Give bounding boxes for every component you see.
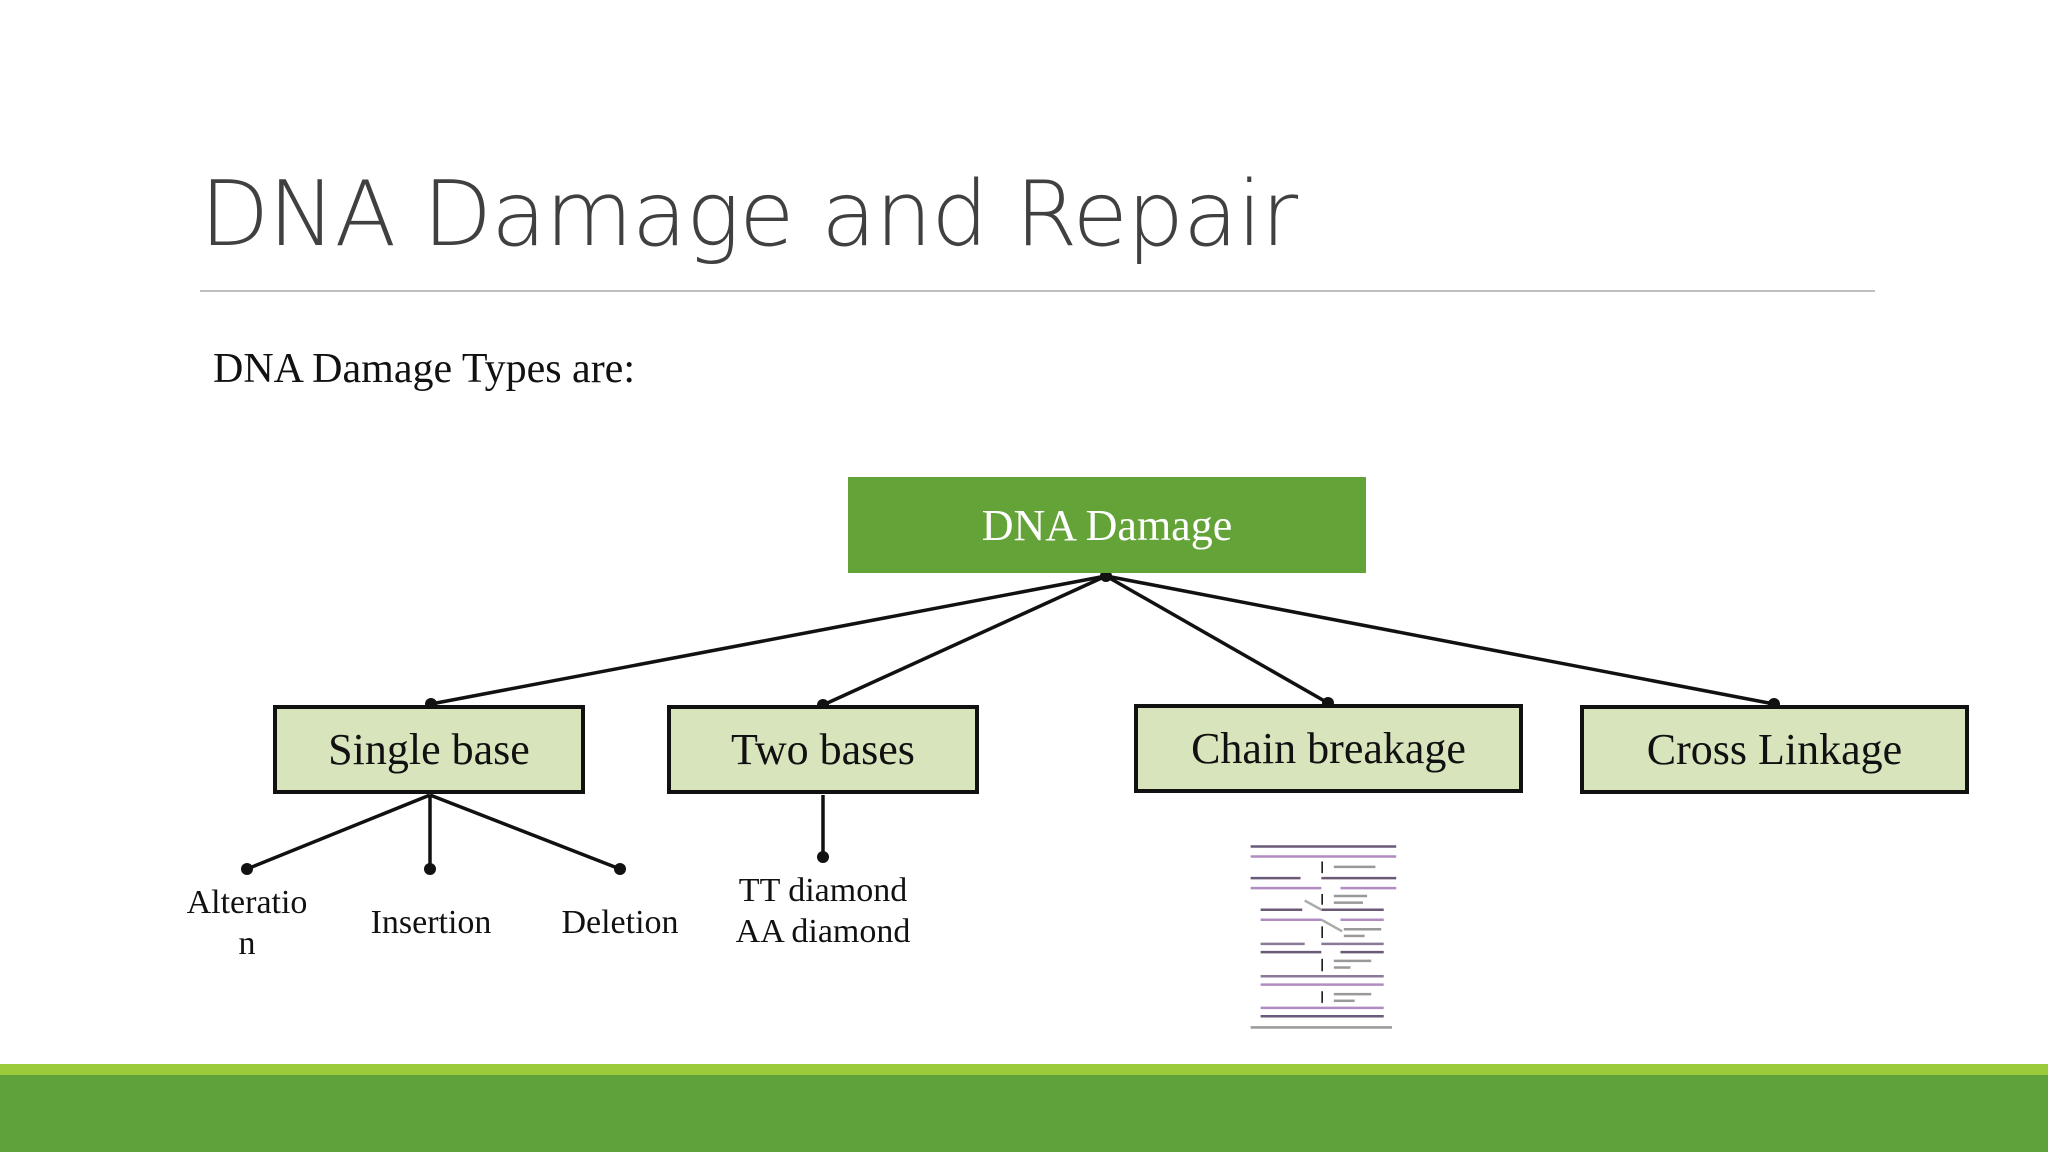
- connector: [429, 793, 621, 871]
- leaf-tt-diamond: TT diamond: [738, 872, 908, 909]
- root-node-dna-damage: DNA Damage: [848, 477, 1366, 573]
- footer-accent-stripe: [0, 1064, 2048, 1075]
- connector: [822, 574, 1107, 707]
- dna-repair-figure-image: [1250, 845, 1397, 1029]
- leaf-deletion: Deletion: [561, 904, 679, 941]
- title-divider: [200, 290, 1875, 292]
- node-dot: [1100, 570, 1112, 582]
- leaf-aa-diamond: AA diamond: [735, 913, 911, 950]
- node-cross-linkage: Cross Linkage: [1580, 705, 1969, 794]
- node-dot: [424, 863, 436, 875]
- leaf-alteration: Alteratio n: [186, 884, 308, 962]
- node-dot: [614, 863, 626, 875]
- connector: [1105, 574, 1775, 706]
- node-two-bases: Two bases: [667, 705, 979, 794]
- node-single-base: Single base: [273, 705, 585, 794]
- connector: [246, 793, 431, 871]
- slide-title: DNA Damage and Repair: [200, 162, 1298, 267]
- node-dot: [241, 863, 253, 875]
- slide-subtitle: DNA Damage Types are:: [213, 346, 635, 392]
- connector: [430, 574, 1107, 706]
- connector: [1105, 574, 1329, 705]
- node-dot: [817, 851, 829, 863]
- footer-bar: [0, 1075, 2048, 1152]
- leaf-insertion: Insertion: [370, 904, 492, 941]
- node-chain-breakage: Chain breakage: [1134, 704, 1523, 793]
